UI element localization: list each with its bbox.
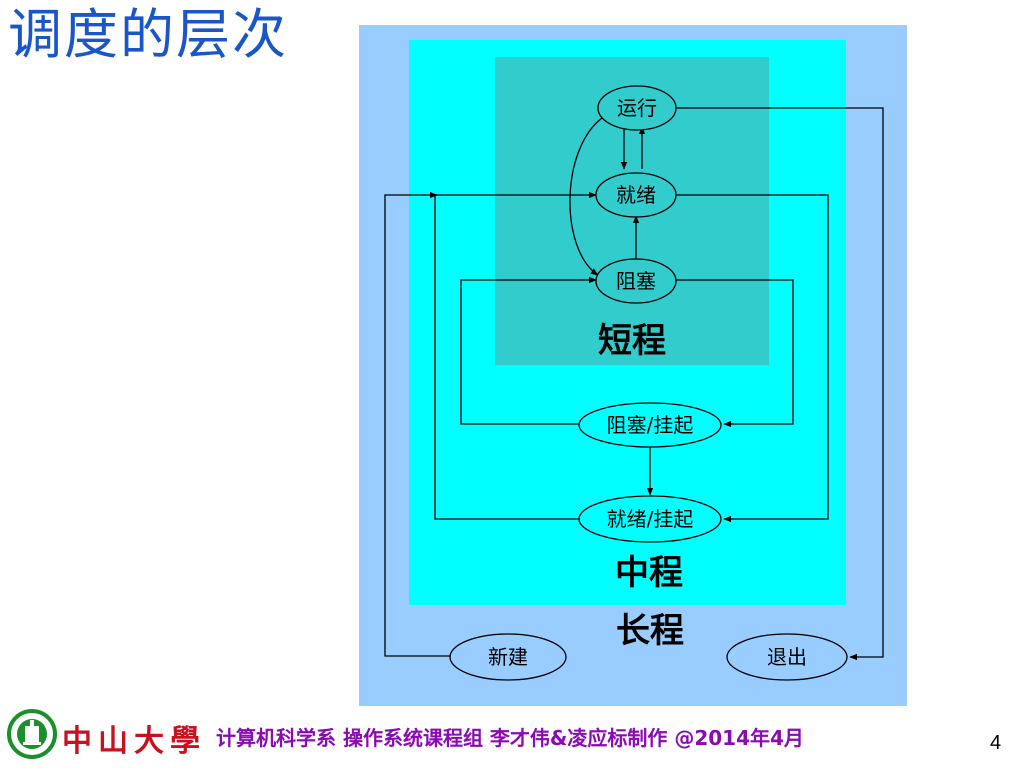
slide-footer: 中山大學 计算机科学系 操作系统课程组 李才伟&凌应标制作 @2014年4月 4: [0, 706, 1024, 768]
node-running-label: 运行: [617, 96, 657, 120]
scheduling-levels-diagram: 短程 中程 长程 运行 就绪 阻塞 阻塞: [359, 25, 907, 706]
node-ready-suspend: 就绪/挂起: [578, 495, 722, 543]
edge-new-to-ready: [384, 191, 450, 657]
medium-term-label: 中程: [615, 553, 683, 593]
short-term-label: 短程: [598, 321, 666, 361]
edge-running-to-blocked: [569, 117, 603, 276]
node-exit-label: 退出: [767, 645, 807, 669]
long-term-label: 长程: [616, 611, 684, 651]
university-name: 中山大學: [62, 724, 206, 759]
node-ready: 就绪: [595, 172, 677, 218]
footer-credit: 计算机科学系 操作系统课程组 李才伟&凌应标制作 @2014年4月: [216, 726, 804, 750]
page-number: 4: [990, 732, 1002, 754]
node-exit: 退出: [726, 633, 848, 681]
edge-ready-suspend-to-ready: [434, 191, 597, 520]
node-new: 新建: [449, 633, 567, 681]
node-blocked-suspend-label: 阻塞/挂起: [607, 413, 694, 437]
university-seal-icon: [7, 709, 57, 759]
node-blocked-suspend: 阻塞/挂起: [578, 402, 722, 448]
slide-title: 调度的层次: [8, 3, 288, 66]
node-blocked-label: 阻塞: [616, 269, 656, 293]
node-running: 运行: [597, 85, 677, 131]
edge-blocked-to-blocked-suspend: [676, 279, 794, 428]
node-new-label: 新建: [488, 645, 528, 669]
edge-running-to-exit: [676, 107, 884, 661]
node-blocked: 阻塞: [595, 258, 677, 304]
node-ready-suspend-label: 就绪/挂起: [607, 507, 694, 531]
edge-blocked-suspend-to-blocked: [460, 276, 597, 425]
edge-ready-to-ready-suspend: [676, 194, 829, 523]
node-ready-label: 就绪: [616, 183, 656, 207]
